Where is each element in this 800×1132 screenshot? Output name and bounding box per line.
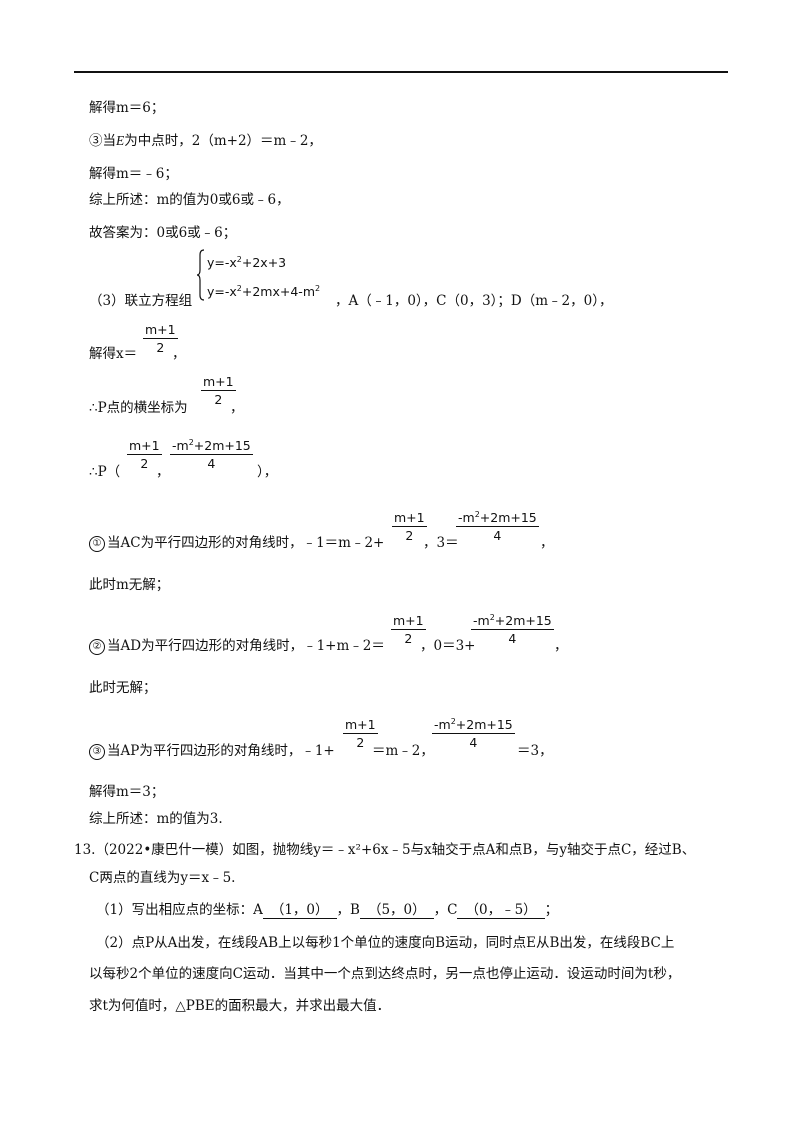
header-rule (74, 71, 728, 73)
text-line: 此时无解； (89, 680, 157, 696)
answer-blank-a: （1，0） (262, 898, 337, 919)
question-13-part2: 以每秒2个单位的速度向C运动．当其中一个点到达终点时，另一点也停止运动．设运动时… (89, 966, 681, 982)
fraction: m+1 2 (343, 717, 378, 750)
equation-line-2: y=-x2+2mx+4-m2 (207, 284, 321, 300)
text-line: 解得x＝ (89, 346, 138, 362)
fraction: m+1 2 (127, 438, 162, 471)
text-line: 综上所述：m的值为3. (89, 811, 223, 827)
text-line: （3）联立方程组 (89, 293, 193, 309)
answer-blank-c: （0，﹣5） (457, 898, 545, 919)
text-line: 解得m＝3； (89, 784, 165, 800)
text-line: ∴P点的横坐标为 (89, 400, 188, 416)
circled-number: ① (89, 536, 105, 552)
left-brace (197, 249, 205, 301)
text-line: ，A（﹣1，0），C（0，3）；D（m﹣2，0）， (335, 293, 613, 309)
text-line: 故答案为：0或6或﹣6； (89, 225, 237, 241)
text-line: 综上所述：m的值为0或6或﹣6， (89, 192, 290, 208)
fraction: -m2+2m+15 4 (471, 613, 554, 647)
circled-number: ② (89, 639, 105, 655)
question-13-part1: （1）写出相应点的坐标：A（1，0），B（5，0），C（0，﹣5）； (96, 898, 558, 919)
fraction: m+1 2 (201, 374, 236, 407)
text-line: 此时m无解； (89, 577, 170, 593)
fraction: m+1 2 (143, 322, 178, 355)
fraction: -m2+2m+15 4 (170, 438, 253, 472)
circled-number: ③ (89, 744, 105, 760)
fraction: -m2+2m+15 4 (456, 510, 539, 544)
question-13-line: 13.（2022•康巴什一模）如图，抛物线y＝﹣x²+6x﹣5与x轴交于点A和点… (74, 842, 696, 858)
circled-number: ③ (89, 133, 103, 149)
fraction: m+1 2 (391, 613, 426, 646)
fraction: -m2+2m+15 4 (432, 717, 515, 751)
equation-line-1: y=-x2+2x+3 (207, 255, 287, 271)
text-line: ∴P（ (89, 464, 121, 480)
text-line: ③当E为中点时，2（m+2）＝m﹣2， (89, 133, 322, 149)
question-13-line: C两点的直线为y＝x﹣5. (89, 870, 236, 886)
fraction: m+1 2 (392, 510, 427, 543)
question-13-part2: 求t为何值时，△PBE的面积最大，并求出最大值． (89, 998, 391, 1014)
text-line: 解得m＝6； (89, 100, 165, 116)
question-13-part2: （2）点P从A出发，在线段AB上以每秒1个单位的速度向B运动，同时点E从B出发，… (96, 935, 675, 951)
text-line: 解得m＝﹣6； (89, 166, 178, 182)
answer-blank-b: （5，0） (359, 898, 434, 919)
